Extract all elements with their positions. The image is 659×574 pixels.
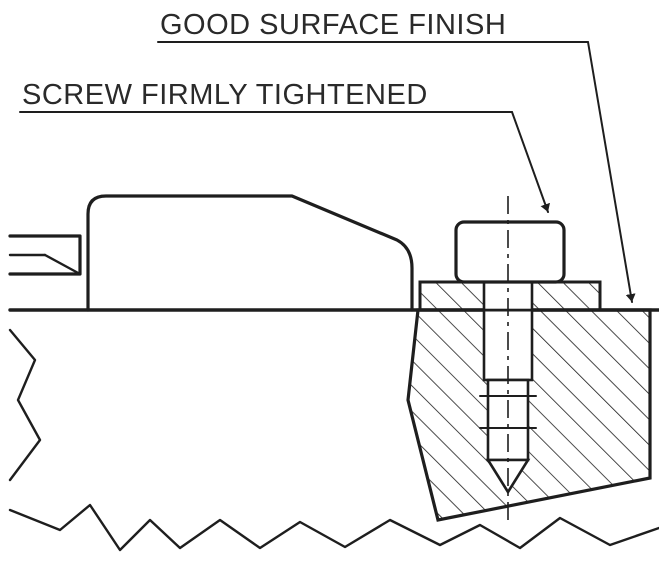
label-screw-firmly-tightened: SCREW FIRMLY TIGHTENED [22,79,428,111]
leader-good-surface-finish [157,41,636,303]
workpiece-left-break [8,328,42,482]
screw-head [454,220,566,284]
hatched-block [406,308,652,522]
washer [418,280,602,312]
workpiece-break-line [8,503,659,552]
leader-screw-firmly-tightened [19,111,550,213]
label-good-surface-finish: GOOD SURFACE FINISH [160,9,506,41]
clamp-arm [8,194,414,312]
